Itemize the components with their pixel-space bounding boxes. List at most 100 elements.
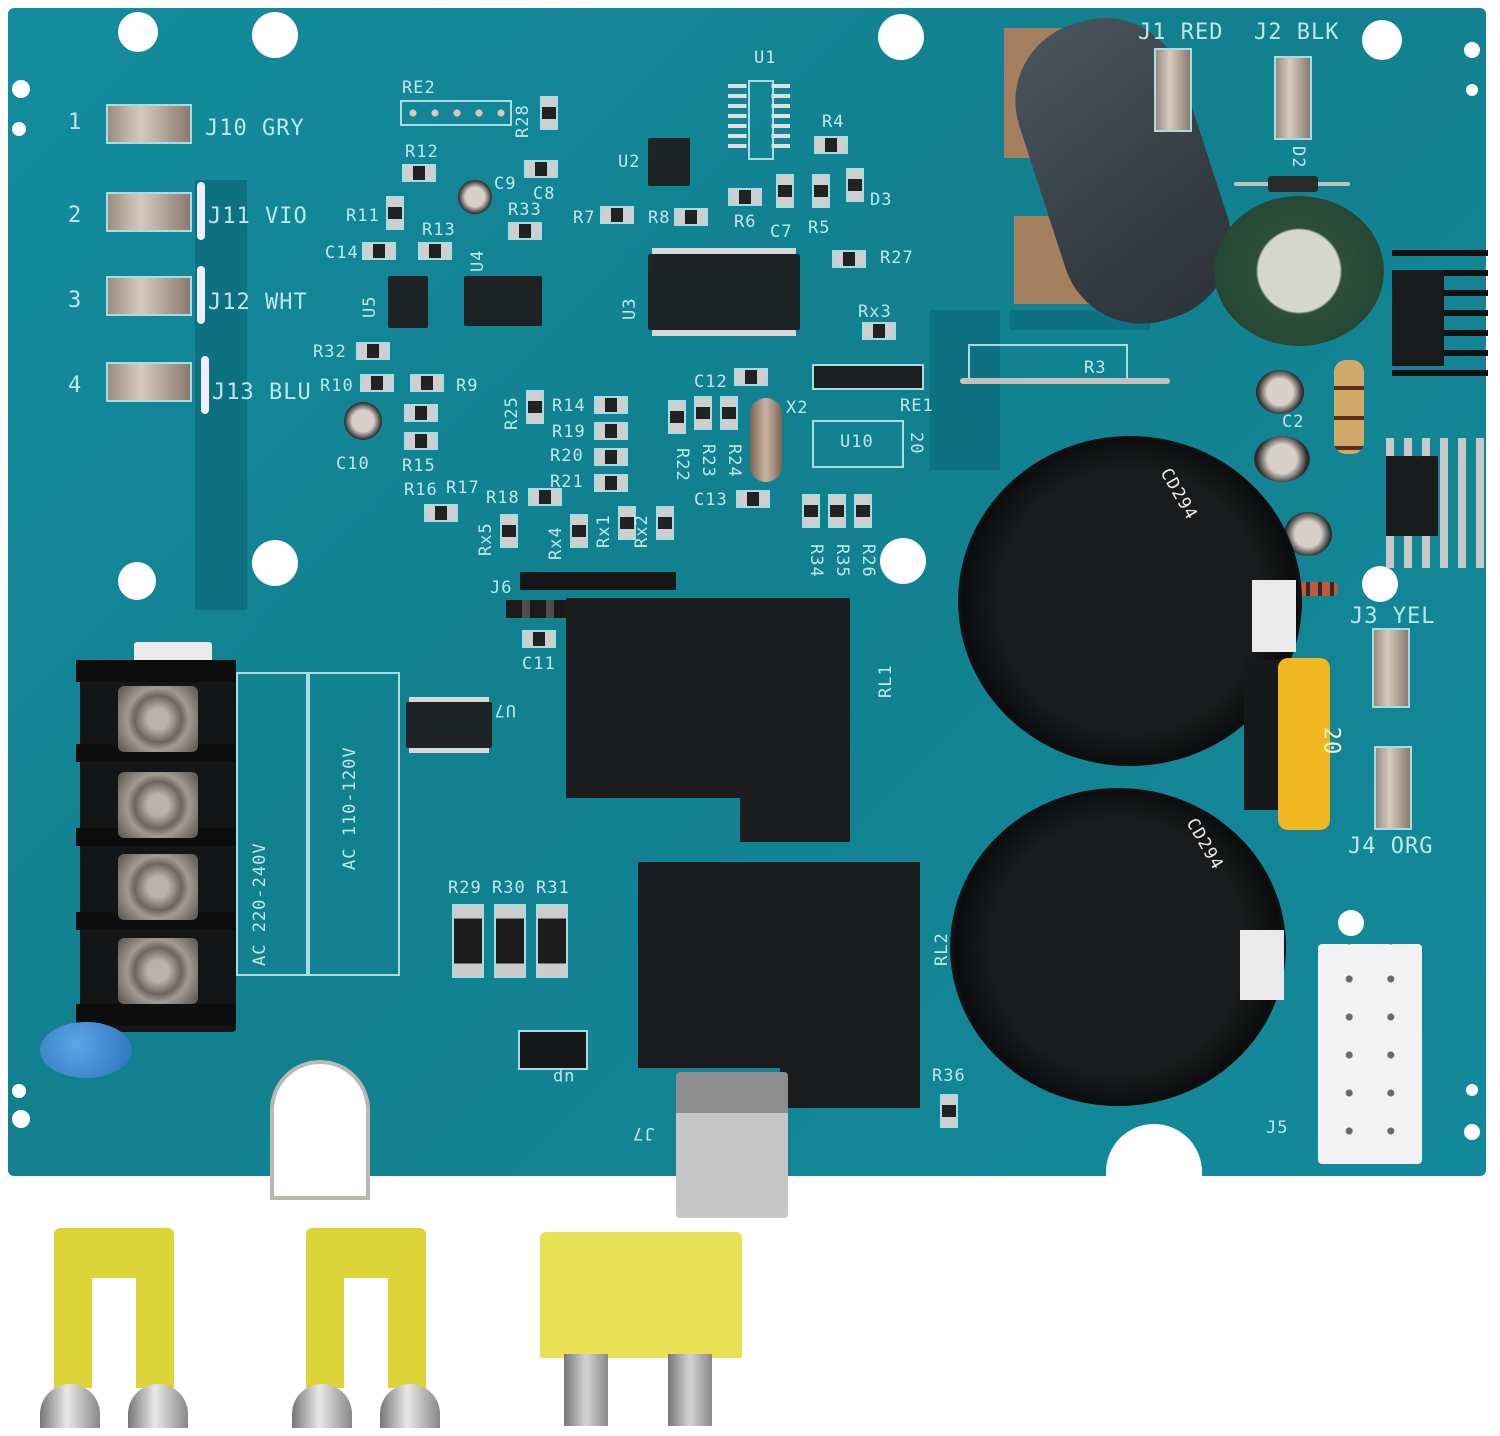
connector-label-j3: J3 YEL — [1350, 604, 1436, 629]
spade-connector-j11[interactable] — [106, 192, 192, 232]
jumper-header[interactable] — [518, 1030, 588, 1070]
label-r29: R29 — [448, 878, 482, 898]
connector-label-j1: J1 RED — [1138, 20, 1224, 45]
polarity-bar — [197, 266, 205, 324]
resistor-r7 — [600, 206, 634, 224]
label-r18: R18 — [486, 488, 520, 508]
label-rx1: Rx1 — [594, 514, 614, 548]
fuse-blade-left — [564, 1354, 608, 1426]
label-u7: U7 — [493, 700, 516, 720]
spade-connector-j2[interactable] — [1274, 56, 1312, 140]
label-u2: U2 — [618, 152, 641, 172]
ac-110-outline — [306, 672, 400, 976]
spade-connector-j4[interactable] — [1374, 746, 1412, 830]
label-r27: R27 — [880, 248, 914, 268]
fork-jumper-2 — [292, 1228, 442, 1428]
label-r7: R7 — [573, 208, 596, 228]
connector-label-j2: J2 BLK — [1254, 20, 1340, 45]
label-c12: C12 — [694, 372, 728, 392]
capacitor-c12 — [734, 368, 768, 386]
connector-j5[interactable] — [1318, 944, 1422, 1164]
terminal-screw-3[interactable] — [118, 854, 198, 920]
ic-u5 — [388, 276, 428, 328]
capacitor-c11 — [522, 630, 556, 648]
label-u1: U1 — [754, 48, 777, 68]
resistor-r24 — [720, 396, 738, 430]
connector-label-j10: J10 GRY — [205, 116, 305, 141]
pin-header-j6[interactable] — [520, 572, 676, 590]
resistor-rx1 — [618, 506, 636, 540]
terminal-screw-1[interactable] — [118, 686, 198, 752]
fork-terminal — [292, 1384, 352, 1428]
header-re1 — [812, 364, 924, 390]
label-r17: R17 — [446, 478, 480, 498]
jumper-insulator — [388, 1268, 426, 1388]
pin-number: 1 — [68, 110, 83, 135]
blade-fuse-onboard[interactable] — [1278, 658, 1330, 830]
jumper-insulator — [306, 1268, 344, 1388]
label-c13: C13 — [694, 490, 728, 510]
mounting-hole — [1466, 84, 1478, 96]
label-r20: R20 — [550, 446, 584, 466]
mounting-hole — [252, 540, 298, 586]
label-r23: R23 — [698, 444, 718, 478]
label-u3: U3 — [620, 297, 640, 320]
resistor-r28 — [540, 96, 558, 130]
diode-axial — [1298, 582, 1338, 596]
label-r4: R4 — [822, 112, 845, 132]
voltage-regulator — [1386, 456, 1438, 536]
connector-label-j12: J12 WHT — [208, 290, 308, 315]
ic-u10-footprint — [812, 420, 904, 468]
label-x2: X2 — [786, 398, 809, 418]
spade-connector-j12[interactable] — [106, 276, 192, 316]
label-r30: R30 — [492, 878, 526, 898]
label-c2: C2 — [1282, 412, 1305, 432]
resistor-r18 — [528, 488, 562, 506]
label-c8: C8 — [533, 184, 556, 204]
label-r12: R12 — [405, 142, 439, 162]
capacitor-c14 — [362, 242, 396, 260]
resistor-r4 — [814, 136, 848, 154]
label-r24: R24 — [724, 444, 744, 478]
fork-terminal — [380, 1384, 440, 1428]
label-r21: R21 — [550, 472, 584, 492]
resistor-r9 — [410, 374, 444, 392]
ic-u3 — [648, 254, 800, 330]
label-r33: R33 — [508, 200, 542, 220]
board-notch — [1106, 1124, 1202, 1204]
relay-rl2 — [638, 862, 920, 1068]
mounting-hole — [12, 1110, 30, 1128]
connector-j7[interactable] — [676, 1072, 788, 1218]
resistor-r20 — [594, 448, 628, 466]
resistor-r19 — [594, 422, 628, 440]
label-j7: J7 — [632, 1123, 655, 1143]
capacitor-c2 — [1256, 370, 1304, 414]
trace — [930, 310, 1000, 470]
capacitor-polarity-stripe — [1240, 930, 1284, 1000]
mounting-hole — [118, 12, 158, 52]
label-r25: R25 — [502, 396, 522, 430]
resistor-r10 — [360, 374, 394, 392]
capacitor-c13 — [736, 490, 770, 508]
terminal-screw-2[interactable] — [118, 772, 198, 838]
resistor-r11 — [386, 196, 404, 230]
spade-connector-j13[interactable] — [106, 362, 192, 402]
jumper-insulator — [136, 1268, 174, 1388]
blade-fuse-spare — [540, 1232, 742, 1358]
spade-connector-j3[interactable] — [1372, 628, 1410, 708]
resistor-r5 — [812, 174, 830, 208]
resistor-r29 — [452, 904, 484, 978]
label-c10: C10 — [336, 454, 370, 474]
spade-connector-j1[interactable] — [1154, 48, 1192, 132]
mounting-hole — [252, 12, 298, 58]
label-rx5: Rx5 — [476, 522, 496, 556]
resistor-r33 — [508, 222, 542, 240]
pin-number: 2 — [68, 203, 83, 228]
label-ac-220: AC 220-240V — [250, 842, 270, 966]
spade-connector-j10[interactable] — [106, 104, 192, 144]
polarity-bar — [197, 182, 205, 240]
label-ac-110: AC 110-120V — [340, 746, 360, 870]
resistor-r21 — [594, 474, 628, 492]
pin-number: 4 — [68, 373, 83, 398]
terminal-screw-4[interactable] — [118, 938, 198, 1004]
